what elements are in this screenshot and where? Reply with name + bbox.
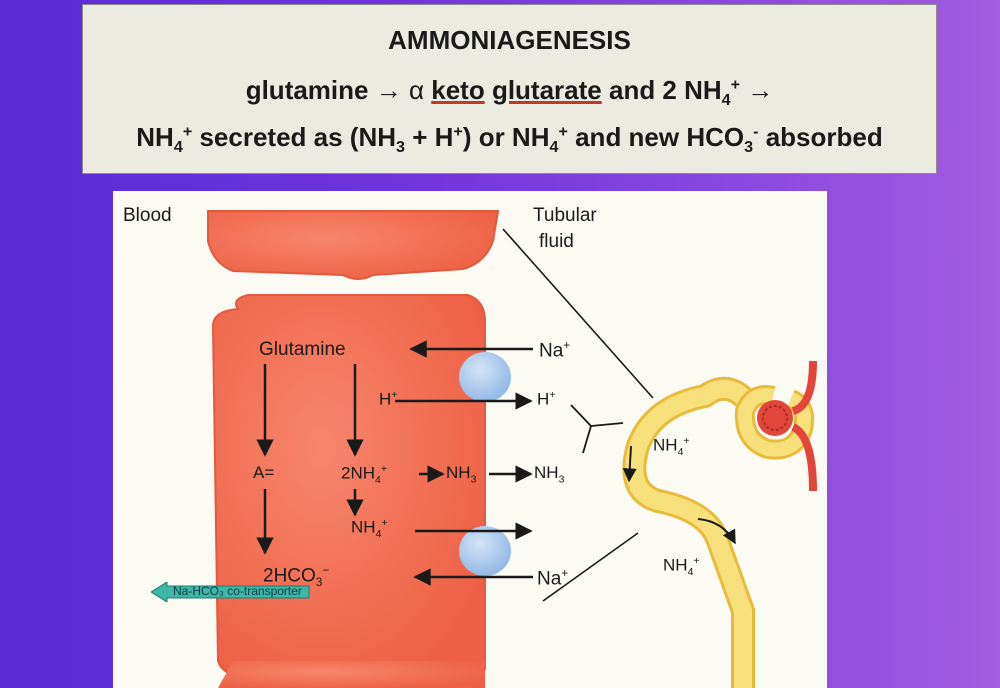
sup-plus: + [453, 122, 463, 141]
join-h [570, 404, 592, 427]
absorbed-text: absorbed [758, 122, 883, 152]
blood-label: Blood [123, 205, 172, 226]
and-2nh-text: and 2 NH [608, 75, 722, 105]
nh3-cell-label: NH3 [446, 463, 477, 486]
banner-line-secretion: NH4+ secreted as (NH3 + H+) or NH4+ and … [83, 122, 936, 157]
keto-text: keto [431, 75, 485, 105]
sup-plus: + [558, 122, 568, 141]
diagram-panel: Blood Tubular fluid Glutamine Na+ H+ H+ … [113, 191, 827, 688]
sub-3: 3 [396, 138, 405, 157]
nh3-lumen-label: NH3 [534, 463, 565, 486]
arrow-glyph-2: → [747, 75, 774, 105]
join-out [590, 422, 624, 427]
or-text: ) or NH [462, 122, 550, 152]
na-top-label: Na+ [539, 339, 571, 362]
nephron-nh4-upper: NH4+ [653, 435, 690, 459]
upper-cell [207, 210, 500, 280]
banner-title: AMMONIAGENESIS [388, 25, 631, 55]
glutamine-text: glutamine [245, 75, 369, 105]
sup-plus: + [730, 75, 741, 94]
zoom-line-top [502, 228, 654, 399]
channel-top [459, 352, 511, 402]
tubular-label-2: fluid [539, 231, 574, 252]
nephron-nh4-lower: NH4+ [663, 555, 700, 579]
nh-text: NH [136, 122, 174, 152]
transporter-arrow-shape [151, 582, 310, 602]
flow-arrow-down [622, 445, 637, 483]
glutamine-label: Glutamine [259, 339, 346, 360]
na-hco3-transporter-arrow: Na-HCO₃ co-transporter [151, 582, 311, 602]
two-nh4-label: 2NH4+ [341, 463, 388, 487]
lower-cell [218, 661, 485, 688]
main-cell [211, 294, 486, 680]
and-new-hco-text: and new HCO [567, 122, 745, 152]
plus-h-text: + H [404, 122, 454, 152]
two-hco3-label: 2HCO3− [263, 564, 330, 590]
tubular-label-1: Tubular [533, 205, 597, 226]
zoom-line-bottom [542, 532, 639, 602]
sub-4: 4 [549, 138, 559, 157]
sub-4: 4 [721, 91, 731, 110]
banner-line-reaction: glutamine → α keto glutarate and 2 NH4+ … [83, 75, 936, 110]
h-cell-label: H+ [379, 389, 398, 409]
sub-3: 3 [744, 138, 754, 157]
channel-bottom [459, 526, 511, 576]
sup-minus: - [753, 122, 759, 141]
efferent-vessel [790, 423, 817, 492]
h-lumen-label: H+ [537, 389, 556, 409]
diagram-graphics [207, 210, 817, 688]
glutarate-text: glutarate [491, 75, 602, 105]
join-nh3 [582, 425, 592, 454]
secreted-text: secreted as (NH [192, 122, 396, 152]
arrow-glyph: → [375, 75, 402, 105]
alpha-glyph: α [408, 75, 424, 105]
sup-plus: + [182, 122, 193, 141]
transporter-label: Na-HCO₃ co-transporter [173, 584, 302, 598]
afferent-vessel [791, 360, 817, 415]
a-label: A= [253, 463, 275, 482]
nh4-cell-label: NH4+ [351, 517, 388, 541]
sub-4: 4 [173, 138, 183, 157]
na-bottom-label: Na+ [537, 567, 569, 590]
flow-arrow-lower [697, 518, 736, 545]
title-banner: AMMONIAGENESIS glutamine → α keto glutar… [82, 4, 937, 174]
